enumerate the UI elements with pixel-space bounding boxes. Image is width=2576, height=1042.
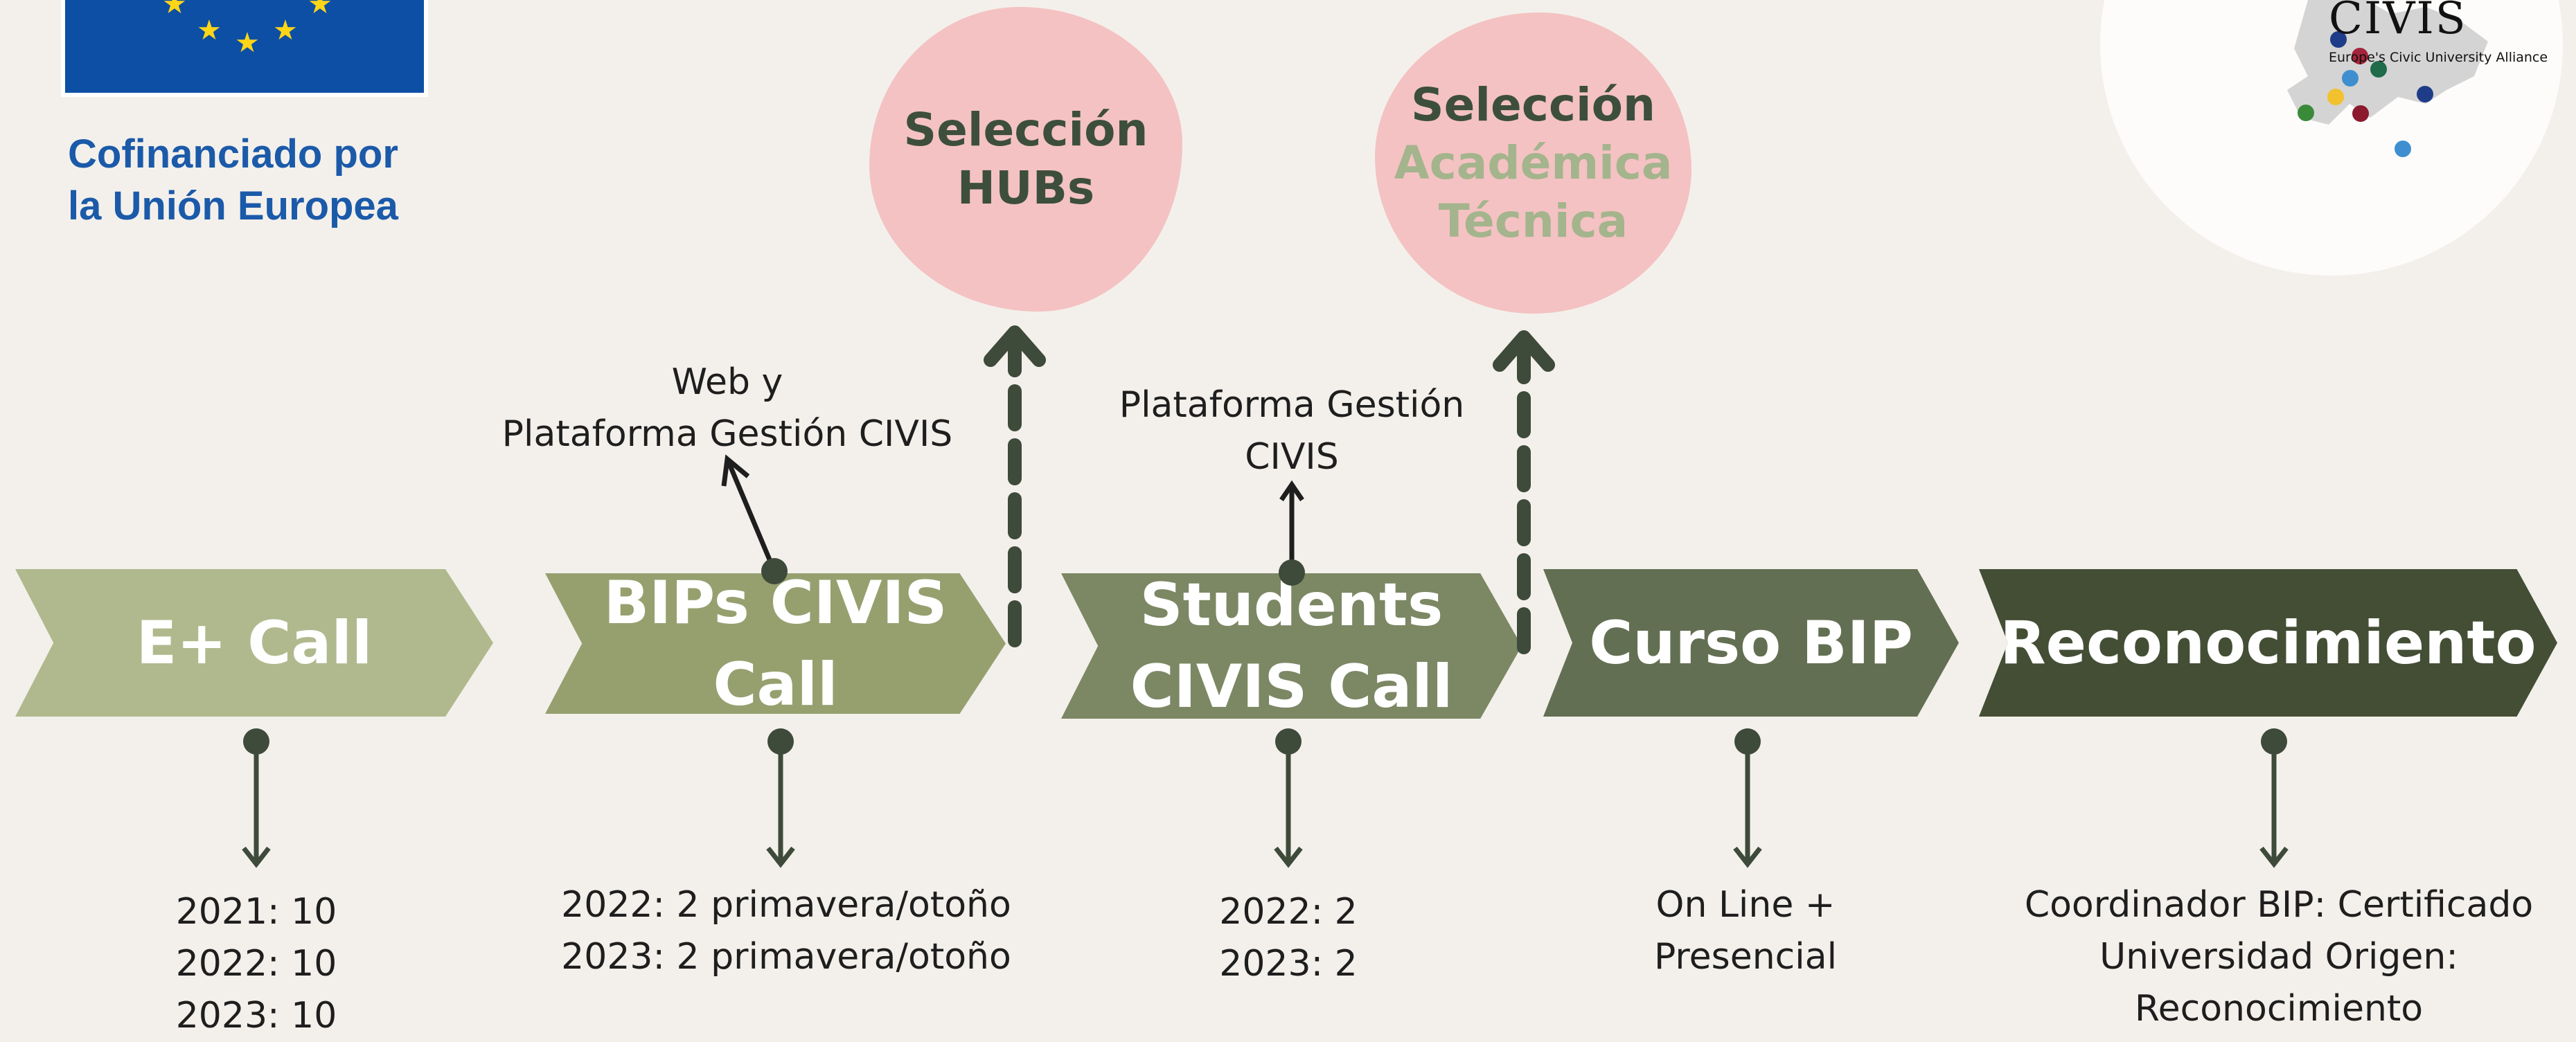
star-icon: ★ <box>197 15 222 46</box>
step-label: E+ Call <box>136 608 373 678</box>
step-details-0: 2021: 10 2022: 10 2023: 10 <box>118 886 395 1042</box>
down-arrow-2 <box>1274 728 1303 868</box>
note-line: Plataforma Gestión CIVIS <box>501 413 953 455</box>
step-label: Reconocimiento <box>2000 608 2537 678</box>
bubble-line: Técnica <box>1438 194 1628 248</box>
star-icon: ★ <box>162 0 187 20</box>
detail-line: On Line + <box>1655 884 1836 926</box>
platform-note-gestion: Plataforma Gestión CIVIS <box>1084 379 1500 483</box>
selection-academica-bubble: Selección Académica Técnica <box>1375 12 1691 314</box>
step-label: Curso BIP <box>1589 608 1913 678</box>
civis-logo-title: CIVIS <box>2329 0 2467 44</box>
step-details-3: On Line + Presencial <box>1572 879 1919 983</box>
connector-dot <box>761 558 788 584</box>
step-label: CIVIS Call <box>1130 652 1453 721</box>
bubble-line: HUBs <box>957 161 1095 215</box>
bubble-line: Selección <box>1411 78 1655 132</box>
civis-logo-circle <box>2100 0 2563 276</box>
step-label: Call <box>713 649 838 719</box>
star-icon: ★ <box>273 15 298 46</box>
down-arrow-4 <box>2259 728 2289 868</box>
note-line: CIVIS <box>1245 436 1339 478</box>
star-icon: ★ <box>308 0 332 20</box>
arrowhead-icon <box>721 454 750 487</box>
eu-text-line: Cofinanciado por <box>68 132 398 177</box>
detail-line: 2022: 10 <box>175 943 337 985</box>
bubble-line: Académica <box>1394 136 1673 190</box>
detail-line: 2022: 2 <box>1219 891 1358 933</box>
europe-map-icon <box>2287 0 2488 157</box>
eu-cofunding-text: Cofinanciado por la Unión Europea <box>68 128 456 232</box>
step-students-civis-call: Students CIVIS Call <box>1061 573 1522 719</box>
step-details-2: 2022: 2 2023: 2 <box>1150 886 1427 990</box>
detail-line: Coordinador BIP: Certificado <box>2024 884 2534 926</box>
platform-note-web: Web y Plataforma Gestión CIVIS <box>485 357 970 460</box>
connector-dot <box>1279 559 1305 586</box>
bubble-line: Selección <box>903 103 1148 156</box>
detail-line: Presencial <box>1653 936 1838 978</box>
eu-flag: ★ ★ ★ ★ ★ <box>61 0 428 97</box>
down-arrow-1 <box>766 728 795 868</box>
detail-line: Reconocimiento <box>2134 988 2424 1030</box>
step-reconocimiento: Reconocimiento <box>1979 569 2557 717</box>
detail-line: 2023: 2 <box>1219 943 1358 985</box>
eu-text-line: la Unión Europea <box>68 183 398 228</box>
step-curso-bip: Curso BIP <box>1543 569 1959 717</box>
detail-line: 2022: 2 primavera/otoño <box>561 884 1011 926</box>
civis-logo-subtitle: Europe's Civic University Alliance <box>2329 50 2548 65</box>
detail-line: 2023: 2 primavera/otoño <box>561 936 1011 978</box>
detail-line: 2021: 10 <box>175 891 337 933</box>
step-details-1: 2022: 2 primavera/otoño 2023: 2 primaver… <box>516 879 1056 983</box>
down-arrow-0 <box>242 728 271 868</box>
detail-line: Universidad Origen: <box>2099 936 2458 978</box>
arrowhead-icon <box>1493 330 1555 372</box>
selection-hubs-bubble: Selección HUBs <box>869 7 1182 312</box>
step-details-4: Coordinador BIP: Certificado Universidad… <box>2009 879 2549 1035</box>
arrowhead-icon <box>984 325 1046 367</box>
detail-line: 2023: 10 <box>175 995 337 1036</box>
down-arrow-3 <box>1733 728 1762 868</box>
step-bips-civis-call: BIPs CIVIS Call <box>545 573 1006 714</box>
star-icon: ★ <box>235 27 260 59</box>
arrowhead-icon <box>1279 480 1304 501</box>
note-line: Web y <box>671 361 783 403</box>
arrow-to-web-note <box>727 462 777 573</box>
note-line: Plataforma Gestión <box>1119 384 1465 426</box>
step-e-call: E+ Call <box>15 569 493 717</box>
